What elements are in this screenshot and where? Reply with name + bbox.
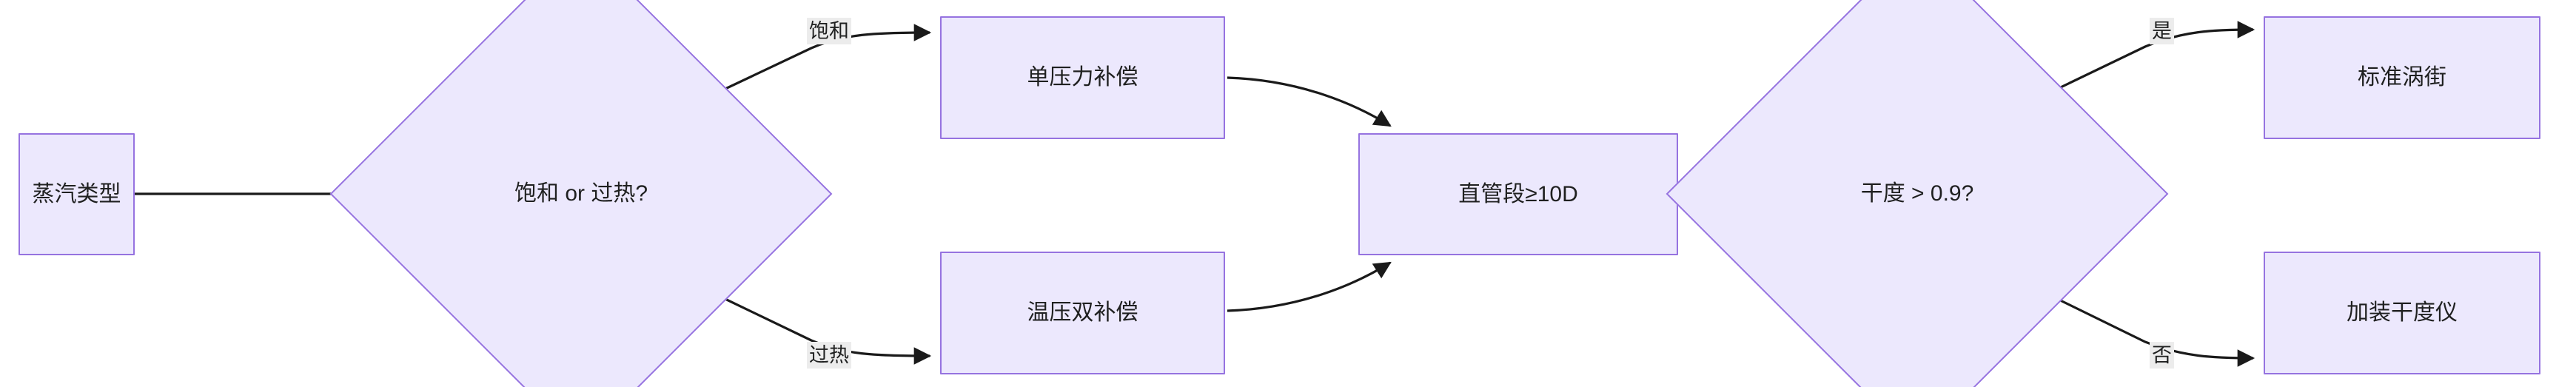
edge-label-yes: 是: [2150, 18, 2174, 45]
edge-n4-n5: [1227, 261, 1392, 312]
edge-label-superheated: 过热: [807, 342, 851, 369]
node-single-pressure-compensation[interactable]: 单压力补偿: [940, 16, 1225, 139]
node-temp-pressure-dual-compensation[interactable]: 温压双补偿: [940, 252, 1225, 374]
node-label: 干度 > 0.9?: [1860, 181, 1974, 206]
node-label: 标准涡街: [2358, 65, 2446, 90]
edge-label-saturated: 饱和: [807, 18, 851, 45]
node-label: 饱和 or 过热?: [514, 181, 648, 206]
node-label: 单压力补偿: [1027, 65, 1138, 90]
node-label: 蒸汽类型: [32, 181, 121, 206]
edge-n3-n5: [1227, 76, 1392, 127]
edge-n2-n3: [712, 24, 932, 96]
node-saturated-or-superheated[interactable]: 饱和 or 过热?: [329, 0, 833, 387]
node-label: 加装干度仪: [2347, 300, 2458, 326]
node-dryness-threshold[interactable]: 干度 > 0.9?: [1666, 0, 2169, 387]
node-steam-type[interactable]: 蒸汽类型: [19, 133, 135, 255]
node-label: 直管段≥10D: [1458, 181, 1578, 206]
edge-label-no: 否: [2150, 342, 2174, 369]
node-straight-pipe-10d[interactable]: 直管段≥10D: [1358, 133, 1678, 255]
node-label: 温压双补偿: [1027, 300, 1138, 326]
node-standard-vortex[interactable]: 标准涡街: [2264, 16, 2540, 139]
node-install-dryness-meter[interactable]: 加装干度仪: [2264, 252, 2540, 374]
